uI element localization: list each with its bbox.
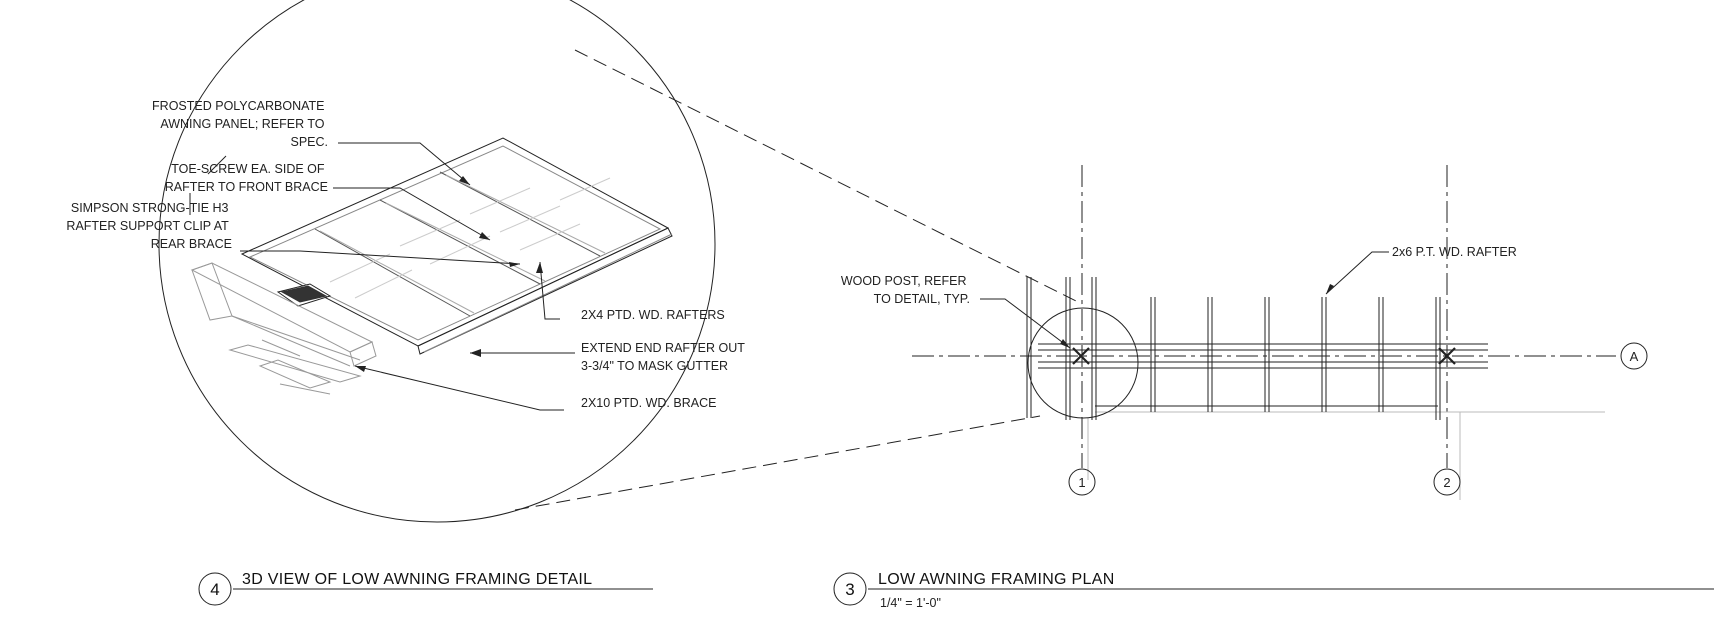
awning-3d-detail bbox=[189, 137, 673, 411]
rafter-note: 2x6 P.T. WD. RAFTER bbox=[1392, 245, 1517, 259]
plan-title-number: 3 bbox=[845, 580, 854, 599]
wood-post-note: WOOD POST, REFER TO DETAIL, TYP. bbox=[841, 274, 970, 306]
framing-plan bbox=[912, 165, 1648, 500]
plan-title: LOW AWNING FRAMING PLAN bbox=[878, 571, 1115, 588]
grid-label-a: A bbox=[1630, 349, 1639, 364]
grid-label-1: 1 bbox=[1078, 475, 1085, 490]
panel-note: FROSTED POLYCARBONATE AWNING PANEL; REFE… bbox=[152, 99, 328, 149]
detail-title: 3D VIEW OF LOW AWNING FRAMING DETAIL bbox=[242, 571, 592, 588]
plan-scale: 1/4" = 1'-0" bbox=[880, 596, 941, 610]
extend-rafter-note: EXTEND END RAFTER OUT 3-3/4" TO MASK GUT… bbox=[581, 341, 748, 373]
title-blocks bbox=[198, 572, 1714, 606]
brace-note: 2X10 PTD. WD. BRACE bbox=[581, 396, 716, 410]
detail-title-number: 4 bbox=[210, 580, 219, 599]
toe-screw-note: TOE-SCREW EA. SIDE OF RAFTER TO FRONT BR… bbox=[165, 162, 328, 194]
grid-label-2: 2 bbox=[1443, 475, 1450, 490]
rafters-note: 2X4 PTD. WD. RAFTERS bbox=[581, 308, 725, 322]
clip-note: SIMPSON STRONG-TIE H3 RAFTER SUPPORT CLI… bbox=[66, 201, 232, 251]
detail-bubble bbox=[158, 0, 1083, 523]
